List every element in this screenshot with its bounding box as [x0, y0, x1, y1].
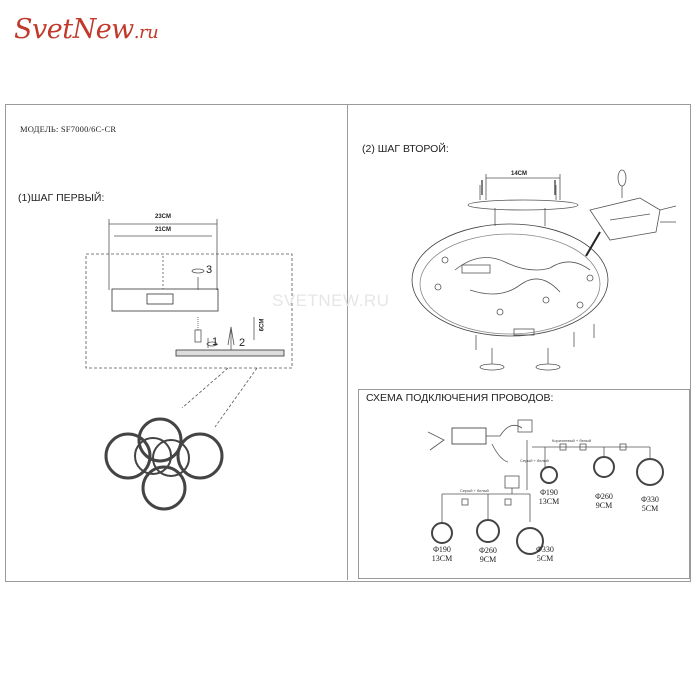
dim-top: 14CM [511, 171, 528, 177]
instruction-sheet [5, 104, 691, 582]
marker-3: 3 [206, 264, 213, 276]
logo-tld: .ru [133, 22, 159, 43]
marker-2: 2 [239, 337, 246, 349]
sheet-divider [347, 104, 348, 580]
step2-title: (2) ШАГ ВТОРОЙ: [362, 143, 449, 155]
wiring-panel [358, 389, 690, 579]
wire-label-left: Серый + белый [460, 488, 489, 493]
wire-label-right: Коричневый + белый [552, 438, 592, 443]
dim-outer: 23CM [155, 214, 172, 220]
watermark: SVETNEW.RU [272, 291, 390, 310]
marker-1: 1 [212, 336, 219, 348]
dim-inner: 21CM [155, 227, 172, 233]
wire-label-mid: Серый + белый [520, 458, 549, 463]
site-logo[interactable]: SvetNew.ru [14, 14, 159, 45]
model-label: МОДЕЛЬ: SF7000/6C-CR [20, 124, 117, 134]
wiring-title: СХЕМА ПОДКЛЮЧЕНИЯ ПРОВОДОВ: [366, 392, 554, 404]
step1-title: (1)ШАГ ПЕРВЫЙ: [18, 192, 105, 204]
logo-text: SvetNew [14, 14, 134, 45]
